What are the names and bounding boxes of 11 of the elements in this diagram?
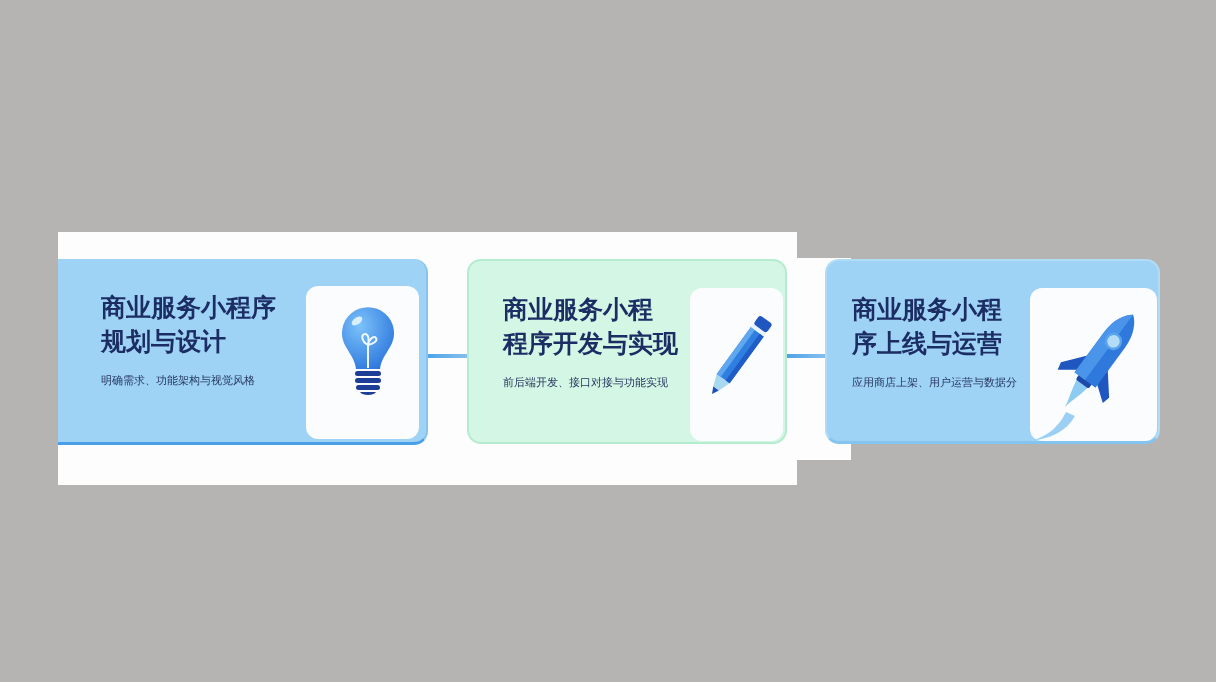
- step-title: 商业服务小程序上线与运营: [852, 294, 1002, 360]
- step-card: [58, 259, 428, 445]
- connector-line: [428, 354, 467, 358]
- step-title: 商业服务小程序规划与设计: [101, 292, 276, 358]
- connector-line: [787, 354, 825, 358]
- step-description: 明确需求、功能架构与视觉风格: [101, 372, 255, 388]
- step-description: 前后端开发、接口对接与功能实现: [503, 374, 668, 390]
- step-card: [825, 259, 1160, 444]
- step-title: 商业服务小程程序开发与实现: [503, 294, 678, 360]
- step-description: 应用商店上架、用户运营与数据分: [852, 374, 1017, 390]
- step-card: [467, 259, 787, 444]
